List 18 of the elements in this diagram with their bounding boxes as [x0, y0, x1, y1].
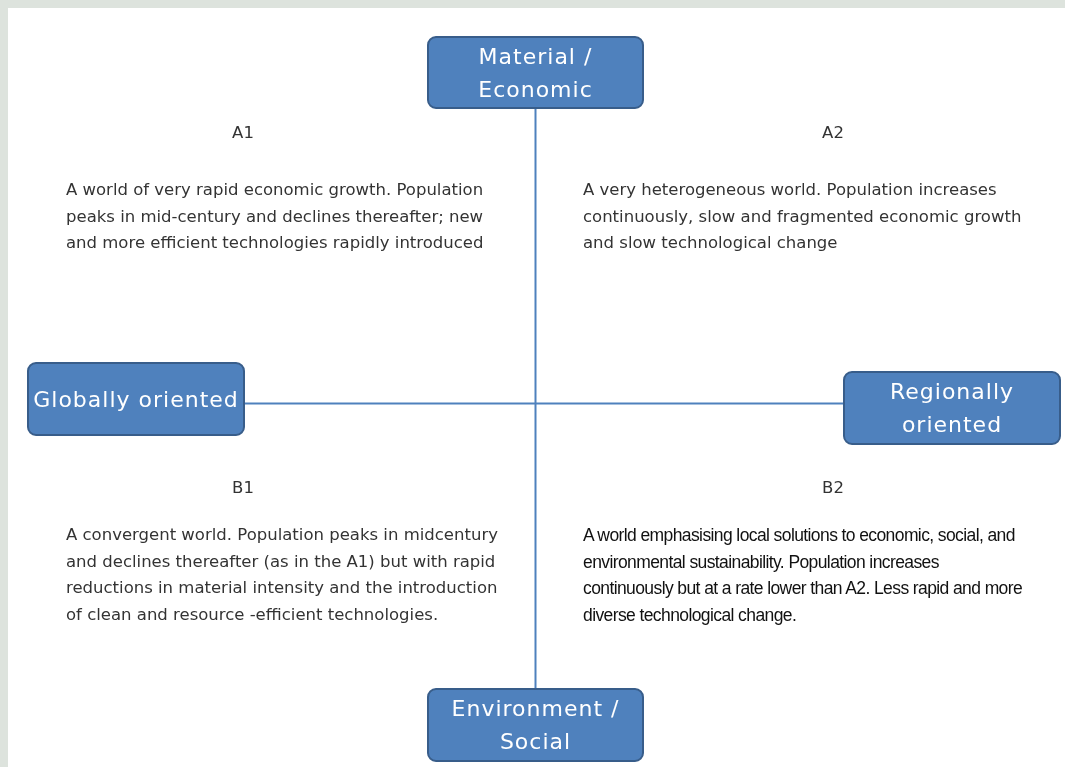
axis-label: Globally oriented — [33, 385, 239, 414]
quadrant-heading: B1 — [231, 477, 255, 499]
connector-line — [244, 402, 844, 405]
axis-label: Environment / Social — [450, 695, 621, 756]
axis-label: Material / Economic — [477, 42, 594, 104]
quadrant-heading: B2 — [821, 477, 845, 499]
connector-line — [534, 108, 537, 689]
axis-box — [427, 688, 644, 762]
axis-box — [27, 362, 245, 436]
quadrant-heading: A1 — [231, 122, 255, 144]
scenario-description: A world of very rapid economic growth. Population peaks in mid-century and declines thereafter; new and more efficient technologies rapidly introduced — [66, 179, 485, 254]
scenario-description: A world emphasising local solutions to economic, social, and environmental sustainability. Population increases continuously but at a rate lower than A2. Less rapid and more diverse technological change. — [583, 524, 1023, 627]
axis-label: Regionally oriented — [888, 378, 1015, 439]
scenario-description: A very heterogeneous world. Population increases continuously, slow and fragmented economic growth and slow technological change — [583, 179, 1023, 254]
axis-box — [427, 36, 644, 109]
axis-box — [843, 371, 1061, 445]
quadrant-heading: A2 — [821, 122, 845, 144]
scenario-description: A convergent world. Population peaks in midcentury and declines thereafter (as in the A1) but with rapid reductions in material intensity and the introduction of clean and resource -efficient technologies. — [66, 524, 499, 626]
